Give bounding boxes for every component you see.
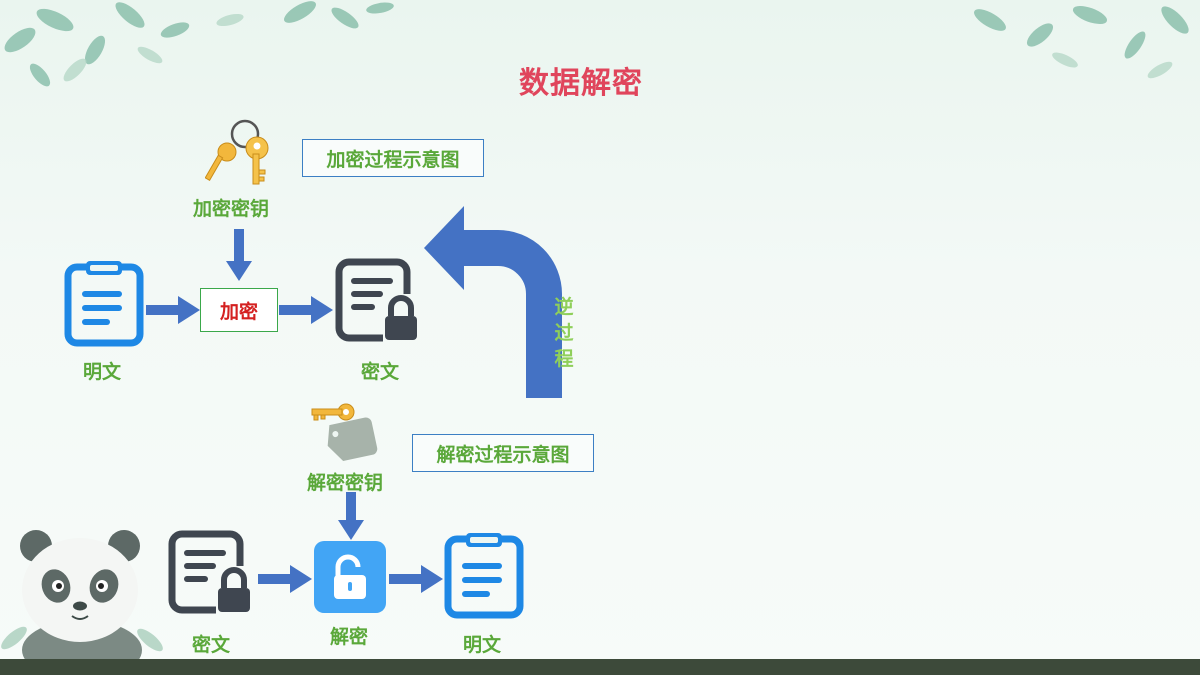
decryption-key-tag-icon [311,403,378,462]
decrypt-process-label: 解密 [330,626,369,648]
reverse-process-label: 逆 过 程 [552,294,576,372]
encrypt-to-ciphertext-arrow [279,296,333,324]
unlock-icon [314,541,386,613]
plaintext-document-icon [64,261,144,347]
panda-decoration [1,530,163,660]
decryption-key-label: 解密密钥 [307,472,384,494]
page-title: 数据解密 [519,66,643,101]
decrypt-plaintext-label: 明文 [463,634,502,656]
encryption-key-label: 加密密钥 [193,198,270,220]
ciphertext-label: 密文 [361,361,400,383]
leaves-top-right-decoration [974,5,1189,79]
reverse-char-1: 逆 [554,296,574,318]
footer-bar [0,659,1200,675]
decrypt-to-plaintext-arrow [389,565,443,593]
encrypt-process-box: 加密 [200,288,278,332]
decrypt-plaintext-document-icon [444,533,524,619]
leaves-top-left-decoration [4,1,394,87]
key-to-decrypt-arrow [338,492,364,540]
reverse-process-arrow [424,206,562,398]
decrypt-ciphertext-label: 密文 [192,634,231,656]
ciphertext-document-icon [335,258,417,342]
encryption-key-icon [205,119,269,185]
key-to-encrypt-arrow [226,229,252,281]
decrypt-ciphertext-document-icon [168,530,250,614]
plaintext-to-encrypt-arrow [146,296,200,324]
plaintext-label: 明文 [83,361,122,383]
decryption-diagram-caption: 解密过程示意图 [412,434,594,472]
reverse-char-2: 过 [554,322,574,344]
encryption-diagram-caption: 加密过程示意图 [302,139,484,177]
ciphertext-to-decrypt-arrow [258,565,312,593]
reverse-char-3: 程 [554,348,574,370]
